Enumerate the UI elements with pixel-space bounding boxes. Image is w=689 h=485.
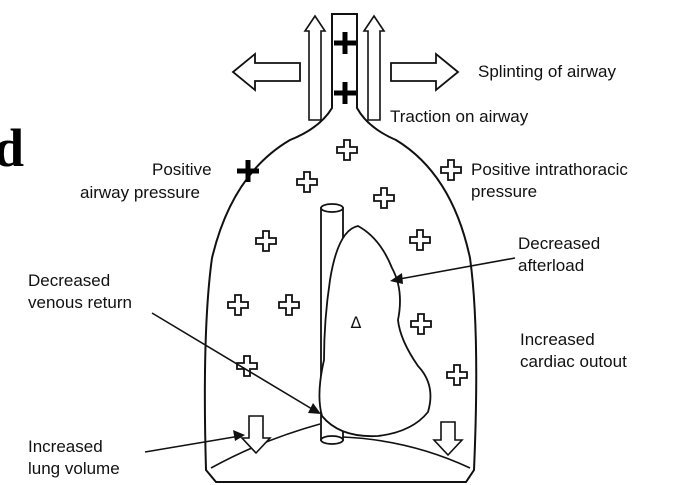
heart-delta-symbol: Δ — [351, 313, 362, 332]
splinting-left-arrow — [233, 54, 300, 90]
trachea-right-up-arrow — [364, 16, 384, 120]
trachea-left-up-arrow — [305, 16, 325, 120]
decreased-afterload-label-line2: afterload — [518, 256, 584, 276]
intrathoracic-label-line1: Positive intrathoracic — [471, 160, 628, 180]
lung-volume-label-line1: Increased — [28, 437, 103, 457]
decreased-venous-label-line2: venous return — [28, 293, 132, 313]
splinting-right-arrow — [391, 54, 458, 90]
positive-airway-label-line1: Positive — [152, 160, 212, 180]
cardiac-output-label-line2: cardiac outout — [520, 352, 627, 372]
decreased-afterload-label-line1: Decreased — [518, 234, 600, 254]
intrathoracic-label-line2: pressure — [471, 182, 537, 202]
lung-volume-label-line2: lung volume — [28, 459, 120, 479]
cardiac-output-label-line1: Increased — [520, 330, 595, 350]
traction-label: Traction on airway — [390, 107, 528, 127]
pressure-plus — [441, 160, 461, 180]
splinting-label: Splinting of airway — [478, 62, 616, 82]
decreased-venous-label-line1: Decreased — [28, 271, 110, 291]
positive-airway-label-line2: airway pressure — [80, 183, 200, 203]
